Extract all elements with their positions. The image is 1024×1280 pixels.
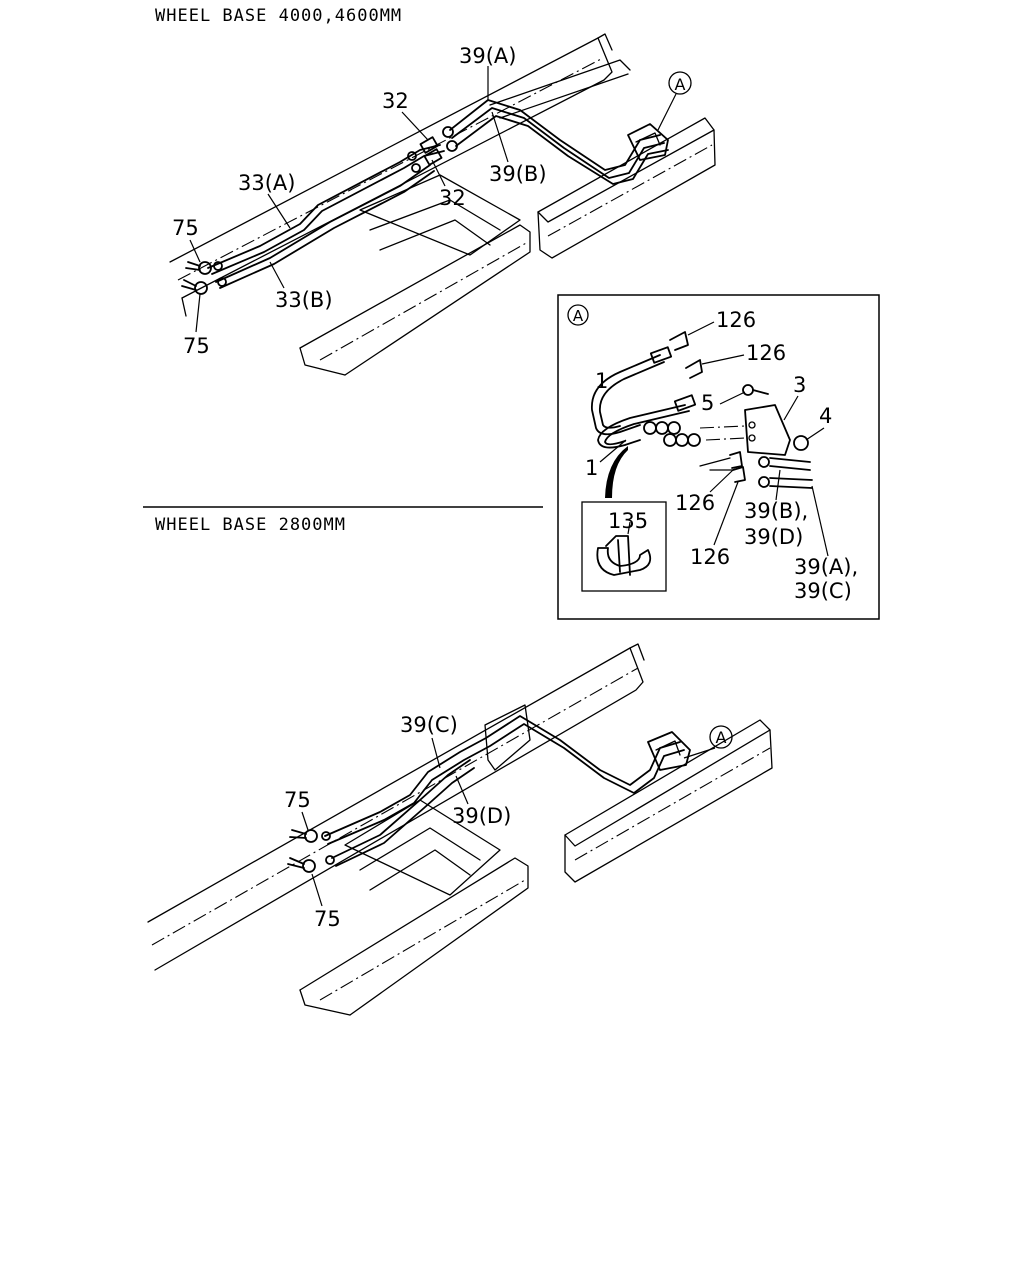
- label-135: 135: [608, 509, 648, 533]
- label-39a-39c-line1: 39(A),: [794, 555, 858, 579]
- label-75-bottom-lower: 75: [314, 907, 341, 931]
- lower-callout-a: A: [683, 725, 733, 759]
- label-39a-39c-line2: 39(C): [794, 579, 852, 603]
- label-32-bottom: 32: [439, 186, 466, 210]
- label-39b-39d-line1: 39(B),: [744, 499, 808, 523]
- upper-part-labels: 39(A) 32 39(B) 32 33(A) 75 33(B) 75: [172, 44, 547, 358]
- label-39d: 39(D): [452, 804, 511, 828]
- label-5: 5: [701, 391, 714, 415]
- detail-a-box: A: [557, 294, 880, 620]
- label-39b-39d-line2: 39(D): [744, 525, 803, 549]
- lower-frame-rails: [147, 643, 773, 1016]
- label-126-b: 126: [746, 341, 786, 365]
- callout-letter: A: [716, 728, 727, 747]
- label-3: 3: [793, 373, 806, 397]
- detail-callout-a: A: [573, 307, 584, 325]
- label-126-a: 126: [716, 308, 756, 332]
- label-39c: 39(C): [400, 713, 458, 737]
- label-75-top-lower: 75: [284, 788, 311, 812]
- label-126-d: 126: [690, 545, 730, 569]
- label-32-top: 32: [382, 89, 409, 113]
- callout-letter: A: [675, 75, 686, 94]
- label-39a: 39(A): [459, 44, 516, 68]
- lower-brake-pipes: [287, 715, 691, 873]
- label-39b: 39(B): [489, 162, 547, 186]
- label-4: 4: [819, 404, 832, 428]
- label-75-bottom: 75: [183, 334, 210, 358]
- label-33b: 33(B): [275, 288, 333, 312]
- upper-brake-pipes: [181, 99, 669, 295]
- label-1-top: 1: [595, 369, 608, 393]
- upper-section-title: WHEEL BASE 4000,4600MM: [155, 6, 402, 26]
- upper-callout-a: A: [657, 71, 692, 131]
- lower-section-title: WHEEL BASE 2800MM: [155, 515, 346, 535]
- lower-part-labels: 39(C) 39(D) 75 75: [284, 713, 511, 931]
- label-1-bottom: 1: [585, 456, 598, 480]
- label-126-c: 126: [675, 491, 715, 515]
- label-33a: 33(A): [238, 171, 295, 195]
- label-75-top: 75: [172, 216, 199, 240]
